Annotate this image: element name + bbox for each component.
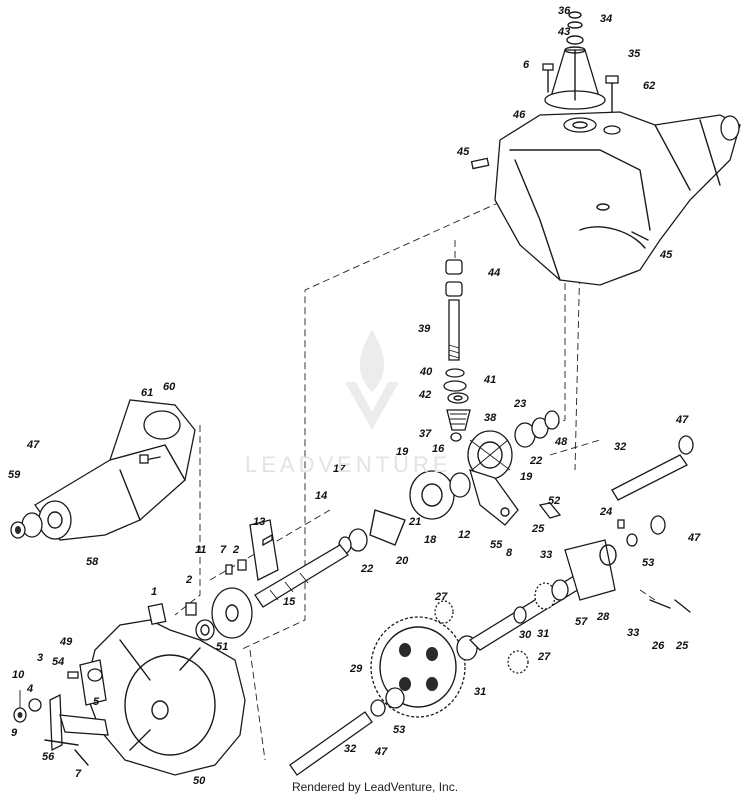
part-label-8: 8	[506, 547, 513, 559]
part-label-53a: 53	[642, 557, 655, 569]
part-label-21: 21	[409, 516, 422, 528]
part-label-62: 62	[643, 80, 656, 92]
part-label-31a: 31	[537, 628, 550, 640]
differential-cluster	[338, 410, 562, 554]
part-label-51: 51	[216, 641, 229, 653]
part-label-40: 40	[420, 366, 433, 378]
part-label-16: 16	[432, 443, 445, 455]
part-label-37: 37	[419, 428, 432, 440]
right-shaft-parts	[611, 435, 694, 535]
credit-line: Rendered by LeadVenture, Inc.	[291, 780, 459, 794]
part-label-25a: 25	[532, 523, 545, 535]
part-label-58: 58	[86, 556, 99, 568]
main-side-cover	[84, 602, 246, 776]
part-label-4: 4	[27, 683, 34, 695]
part-label-53b: 53	[393, 724, 406, 736]
part-label-26: 26	[652, 640, 665, 652]
part-label-33b: 33	[627, 627, 640, 639]
part-label-7b: 7	[75, 768, 82, 780]
part-label-47a: 47	[676, 414, 689, 426]
part-label-3: 3	[37, 652, 44, 664]
part-label-15: 15	[283, 596, 296, 608]
part-label-23: 23	[514, 398, 527, 410]
part-label-19b: 19	[520, 471, 533, 483]
part-label-43: 43	[558, 26, 571, 38]
part-label-22b: 22	[361, 563, 374, 575]
part-label-48: 48	[555, 436, 568, 448]
part-label-34: 34	[600, 13, 613, 25]
part-label-50: 50	[193, 775, 206, 787]
part-label-11: 11	[195, 544, 207, 556]
part-label-27b: 27	[538, 651, 551, 663]
part-label-14: 14	[315, 490, 328, 502]
part-label-32a: 32	[614, 441, 627, 453]
part-label-33a: 33	[540, 549, 553, 561]
vertical-shaft-stack	[443, 259, 471, 442]
part-label-45b: 45	[660, 249, 673, 261]
part-label-5: 5	[93, 696, 100, 708]
part-label-20: 20	[396, 555, 409, 567]
input-shaft-assembly	[195, 519, 349, 641]
part-label-10: 10	[12, 669, 25, 681]
part-label-6: 6	[523, 59, 530, 71]
gear-train	[289, 533, 691, 776]
part-label-60: 60	[163, 381, 176, 393]
part-label-52: 52	[548, 495, 561, 507]
part-label-57: 57	[575, 616, 588, 628]
small-left-housing	[10, 399, 196, 541]
part-label-39: 39	[418, 323, 431, 335]
part-label-25b: 25	[676, 640, 689, 652]
part-label-49: 49	[60, 636, 73, 648]
part-label-2b: 2	[186, 574, 193, 586]
part-label-45a: 45	[457, 146, 470, 158]
part-label-12: 12	[458, 529, 471, 541]
upper-gearbox-housing	[470, 111, 741, 286]
cone-bracket	[542, 11, 619, 113]
part-label-46: 46	[513, 109, 526, 121]
watermark-text: LEADVENTURE	[245, 452, 452, 477]
part-label-41: 41	[484, 374, 497, 386]
part-label-29: 29	[350, 663, 363, 675]
part-label-32b: 32	[344, 743, 357, 755]
shift-lever-assembly	[13, 659, 109, 766]
part-label-59: 59	[8, 469, 21, 481]
part-label-61: 61	[141, 387, 154, 399]
part-label-9: 9	[11, 727, 18, 739]
part-label-56: 56	[42, 751, 55, 763]
part-label-30: 30	[519, 629, 532, 641]
watermark-logo	[345, 330, 399, 430]
part-label-13: 13	[253, 516, 266, 528]
part-label-35: 35	[628, 48, 641, 60]
part-label-54: 54	[52, 656, 65, 668]
part-label-27a: 27	[435, 591, 448, 603]
part-label-18: 18	[424, 534, 437, 546]
part-label-44: 44	[488, 267, 501, 279]
part-label-31b: 31	[474, 686, 487, 698]
part-label-7a: 7	[220, 544, 227, 556]
part-label-47c: 47	[27, 439, 40, 451]
part-label-22a: 22	[530, 455, 543, 467]
part-label-42: 42	[419, 389, 432, 401]
part-label-19a: 19	[396, 446, 409, 458]
part-label-47d: 47	[375, 746, 388, 758]
part-label-17: 17	[333, 463, 346, 475]
part-label-38: 38	[484, 412, 497, 424]
part-label-28: 28	[597, 611, 610, 623]
part-label-55: 55	[490, 539, 503, 551]
part-label-1: 1	[151, 586, 158, 598]
part-label-2a: 2	[233, 544, 240, 556]
part-label-47b: 47	[688, 532, 701, 544]
part-label-24: 24	[600, 506, 613, 518]
part-label-36: 36	[558, 5, 571, 17]
